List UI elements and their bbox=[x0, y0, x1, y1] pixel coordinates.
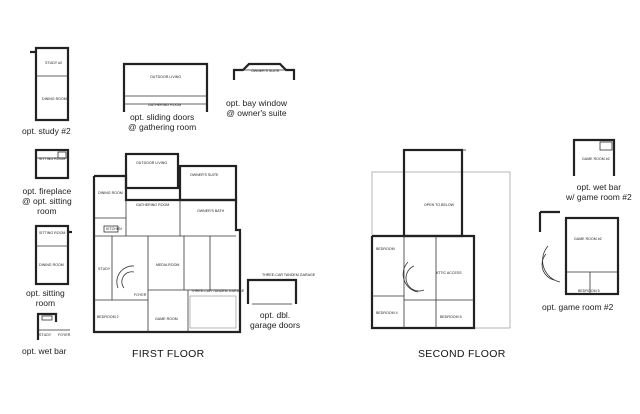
room-game2: GAME ROOM #2 bbox=[574, 237, 602, 241]
label-second-floor: SECOND FLOOR bbox=[418, 348, 506, 360]
caption-gameroom-wetbar: opt. wet bar w/ game room #2 bbox=[566, 182, 632, 202]
room-bedroom4: BEDROOM 4 bbox=[376, 311, 398, 315]
room-bedroom5-alt: BEDROOM 5 bbox=[578, 289, 600, 293]
caption-gameroom2: opt. game room #2 bbox=[542, 302, 614, 312]
plan-fireplace: SITTING ROOM bbox=[34, 148, 70, 180]
room-owners-bath: OWNER'S BATH bbox=[197, 209, 225, 213]
plan-bay-window: OWNER'S SUITE bbox=[232, 62, 296, 80]
room-foyer: FOYER bbox=[134, 293, 147, 297]
plan-first-floor: OUTDOOR LIVING OWNER'S SUITE DINING ROOM… bbox=[92, 152, 245, 334]
room-bedroom5: BEDROOM 5 bbox=[440, 315, 462, 319]
room-outdoor: OUTDOOR LIVING bbox=[136, 161, 167, 165]
plan-sitting: SITTING ROOM DINING ROOM bbox=[34, 224, 72, 286]
room-owners: OWNER'S SUITE bbox=[190, 173, 219, 177]
plan-gameroom2: GAME ROOM #2 BEDROOM 5 bbox=[538, 210, 620, 296]
caption-wet-bar: opt. wet bar bbox=[22, 346, 67, 356]
plan-sliding-doors: OUTDOOR LIVING GATHERING ROOM bbox=[122, 62, 209, 112]
room-kitchen: KITCHEN bbox=[106, 227, 122, 231]
plan-dbl-garage: THREE-CAR TANDEM GARAGE bbox=[246, 273, 316, 305]
label-first-floor: FIRST FLOOR bbox=[132, 348, 205, 360]
plan-study2: STUDY #2 DINING ROOM bbox=[30, 46, 70, 122]
plan-gameroom-wetbar: GAME ROOM #2 bbox=[572, 138, 616, 176]
room-bedroom2: BEDROOM 2 bbox=[97, 315, 119, 319]
room-foyer-wb: FOYER bbox=[58, 333, 71, 337]
room-study-wb: STUDY bbox=[39, 333, 52, 337]
room-attic: ATTIC ACCESS bbox=[436, 271, 462, 275]
room-gathering-alt: GATHERING ROOM bbox=[148, 103, 181, 107]
room-dining-b: DINING ROOM bbox=[39, 263, 64, 267]
room-game2-top: GAME ROOM #2 bbox=[582, 157, 610, 161]
caption-study2: opt. study #2 bbox=[22, 126, 71, 136]
room-garage: THREE-CAR TANDEM GARAGE bbox=[191, 289, 245, 293]
room-media: MEDIA ROOM bbox=[156, 263, 179, 267]
caption-fireplace: opt. fireplace @ opt. sitting room bbox=[22, 186, 72, 216]
plan-second-floor: OPEN TO BELOW BEDROOM BEDROOM 4 BEDROOM … bbox=[370, 148, 511, 330]
caption-bay-window: opt. bay window @ owner's suite bbox=[226, 98, 287, 118]
room-gathering: GATHERING ROOM bbox=[136, 203, 169, 207]
room-study2: STUDY #2 bbox=[45, 61, 62, 65]
room-bedroom: BEDROOM bbox=[376, 247, 395, 251]
room-sitting-b: SITTING ROOM bbox=[39, 231, 65, 235]
room-garage-alt: THREE-CAR TANDEM GARAGE bbox=[262, 273, 316, 277]
room-study: STUDY bbox=[98, 267, 111, 271]
caption-sliding-doors: opt. sliding doors @ gathering room bbox=[128, 112, 197, 132]
room-sitting-a: SITTING ROOM bbox=[39, 157, 65, 161]
room-open-below: OPEN TO BELOW bbox=[424, 203, 455, 207]
room-dining-alt: DINING ROOM bbox=[42, 97, 67, 101]
room-outdoor-alt: OUTDOOR LIVING bbox=[150, 75, 181, 79]
room-game: GAME ROOM bbox=[155, 317, 178, 321]
plan-wetbar: STUDY FOYER bbox=[36, 312, 71, 340]
room-dining: DINING ROOM bbox=[98, 191, 123, 195]
room-owners-alt: OWNER'S SUITE bbox=[251, 69, 280, 73]
caption-dbl-garage: opt. dbl. garage doors bbox=[250, 310, 301, 330]
caption-sitting-room: opt. sitting room bbox=[26, 288, 65, 308]
